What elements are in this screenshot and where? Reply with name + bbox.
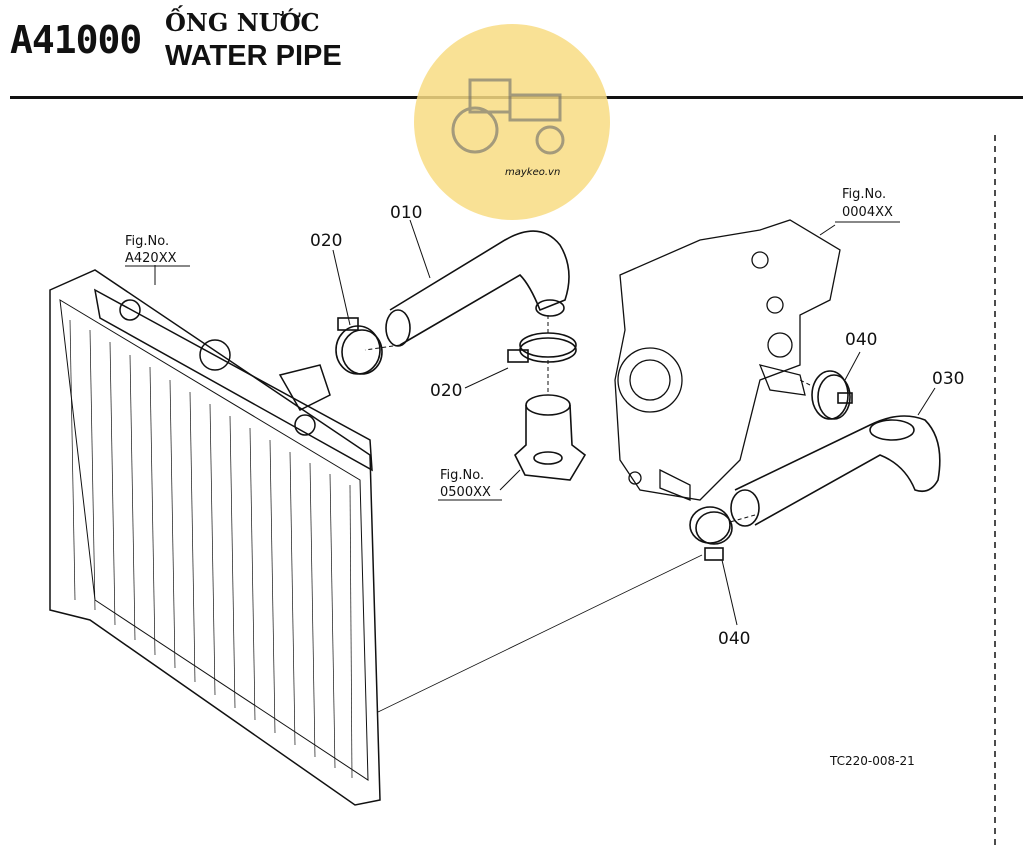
callout-040-bottom: 040 — [718, 629, 750, 649]
radiator — [49, 269, 381, 806]
watermark-circle — [414, 24, 610, 220]
hose-clamp-020-lower — [507, 332, 577, 363]
drawing-number: TC220-008-21 — [829, 754, 915, 768]
callout-030: 030 — [932, 369, 964, 389]
figref-thermostat-value: 0500XX — [440, 485, 491, 500]
engine-block — [614, 219, 841, 501]
title-english: WATER PIPE — [165, 40, 342, 72]
title-vietnamese: ỐNG NƯỚC — [165, 8, 320, 37]
leader-lines — [154, 219, 936, 713]
figref-engine-value: 0004XX — [842, 205, 893, 220]
upper-hose-010 — [385, 230, 570, 347]
callout-040-top: 040 — [845, 330, 877, 350]
section-code: A41000 — [10, 18, 142, 62]
figref-radiator-label: Fig.No. — [125, 234, 169, 249]
tractor-icon — [451, 78, 565, 155]
figref-thermostat-label: Fig.No. — [440, 468, 484, 483]
callout-010: 010 — [390, 203, 422, 223]
figref-engine-label: Fig.No. — [842, 187, 886, 202]
lower-hose-030 — [730, 415, 941, 527]
watermark-logo: maykeo.vn — [414, 24, 610, 220]
thermostat-housing — [514, 394, 587, 481]
watermark-text: maykeo.vn — [505, 167, 560, 178]
hose-clamp-040-lower — [689, 506, 733, 561]
callout-020-mid: 020 — [430, 381, 462, 401]
callout-020-top: 020 — [310, 231, 342, 251]
figref-radiator-value: A420XX — [125, 251, 177, 266]
hose-clamp-040-upper — [811, 370, 853, 420]
hose-clamp-020-upper — [335, 317, 383, 375]
